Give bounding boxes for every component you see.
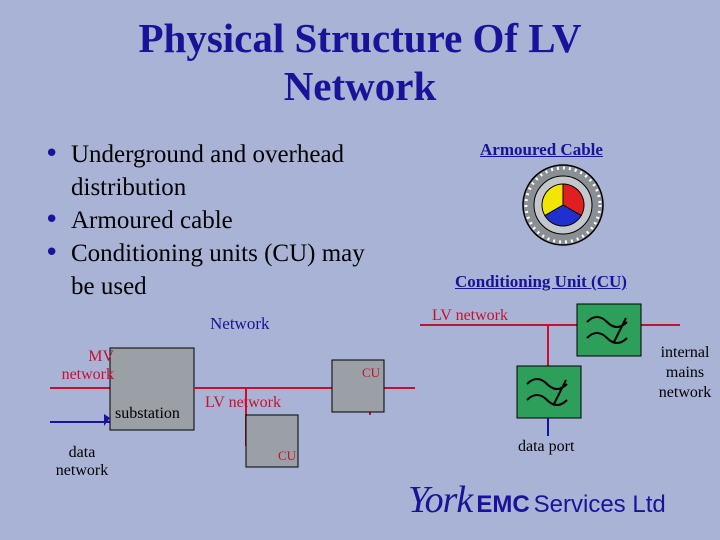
cu-filter-icon	[576, 303, 642, 357]
data-network-label: data network	[55, 444, 109, 479]
bullet-item: • Armoured cable	[44, 204, 384, 237]
bullet-list: • Underground and overhead distribution •…	[44, 138, 384, 303]
cu-filter-icon	[516, 365, 582, 419]
lv-network-right-label: LV network	[432, 307, 508, 324]
cu-label: CU	[362, 365, 381, 380]
page-title: Physical Structure Of LV Network	[138, 15, 582, 109]
bullet-text: Conditioning units (CU) may be used	[71, 240, 365, 300]
network-label: Network	[210, 314, 270, 333]
conditioning-unit-label: Conditioning Unit (CU)	[455, 272, 627, 291]
cu-box-bottom	[245, 414, 299, 468]
lv-network-label: LV network	[205, 394, 281, 411]
cu-box-top	[331, 359, 385, 413]
cu-label: CU	[278, 448, 297, 463]
armoured-cable-icon	[522, 164, 604, 246]
bullet-icon: •	[44, 139, 60, 169]
bullet-item: • Underground and overhead distribution	[44, 138, 384, 204]
right-schematic	[420, 303, 680, 436]
mv-network-label: MV network	[61, 348, 114, 383]
bullet-icon: •	[44, 238, 60, 268]
internal-mains-network-label: internal mains network	[658, 344, 712, 401]
data-port-label: data port	[518, 438, 575, 455]
armoured-cable-label: Armoured Cable	[480, 140, 603, 159]
bullet-text: Armoured cable	[71, 207, 233, 234]
substation-label: substation	[115, 405, 180, 422]
bullet-text: Underground and overhead distribution	[71, 141, 345, 201]
bullet-item: • Conditioning units (CU) may be used	[44, 237, 384, 303]
bullet-icon: •	[44, 205, 60, 235]
left-schematic	[50, 347, 415, 468]
